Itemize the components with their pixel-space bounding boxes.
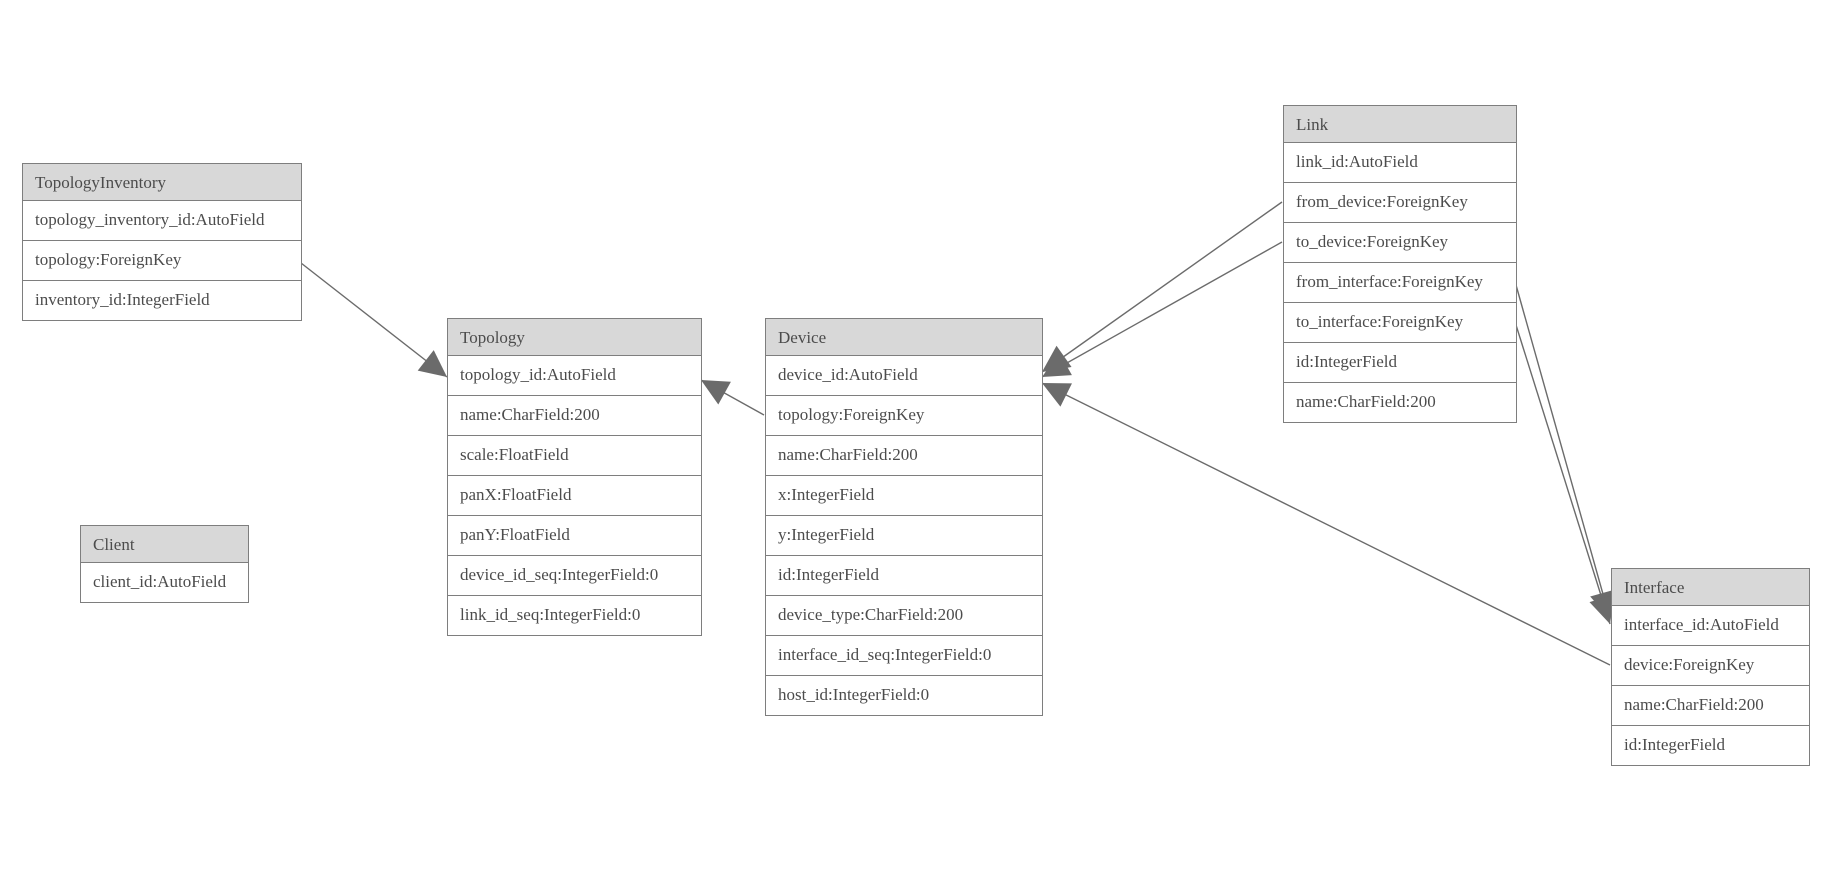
relationship-line [1041,382,1611,666]
arrowhead-icon [1042,383,1072,407]
entity-field-row: device_id_seq:IntegerField:0 [448,556,701,596]
entity-field-row: name:CharField:200 [1284,383,1516,422]
entity-field-row: panX:FloatField [448,476,701,516]
entity-field-row: from_device:ForeignKey [1284,183,1516,223]
entity-field-row: link_id_seq:IntegerField:0 [448,596,701,635]
arrowhead-icon [417,350,447,377]
entity-field-row: name:CharField:200 [1612,686,1809,726]
entity-field-row: name:CharField:200 [766,436,1042,476]
entity-field-row: topology_id:AutoField [448,356,701,396]
entity-field-row: client_id:AutoField [81,563,248,602]
relationship-line [1041,201,1283,373]
connection-topologyinventory-topology [300,262,448,378]
entity-title: TopologyInventory [23,164,301,201]
entity-title: Client [81,526,248,563]
entity-title: Topology [448,319,701,356]
entity-field-row: id:IntegerField [1612,726,1809,765]
arrowhead-icon [701,380,731,405]
connection-link-to-device [1041,241,1283,378]
entity-field-row: interface_id:AutoField [1612,606,1809,646]
entity-field-row: to_interface:ForeignKey [1284,303,1516,343]
entity-field-row: x:IntegerField [766,476,1042,516]
entity-field-row: id:IntegerField [1284,343,1516,383]
relationship-line [1515,324,1611,625]
entity-field-row: topology:ForeignKey [766,396,1042,436]
entity-title: Interface [1612,569,1809,606]
arrowhead-icon [1589,594,1615,624]
relationship-line [1041,241,1283,378]
entity-field-row: id:IntegerField [766,556,1042,596]
entity-field-row: device_type:CharField:200 [766,596,1042,636]
entity-title: Link [1284,106,1516,143]
entity-field-row: from_interface:ForeignKey [1284,263,1516,303]
entity-field-row: topology_inventory_id:AutoField [23,201,301,241]
entity-field-row: host_id:IntegerField:0 [766,676,1042,715]
entity-field-row: topology:ForeignKey [23,241,301,281]
entity-field-row: scale:FloatField [448,436,701,476]
connection-interface-device [1041,382,1611,666]
entity-field-row: device_id:AutoField [766,356,1042,396]
connection-link-to-interface [1515,324,1615,625]
entity-field-row: device:ForeignKey [1612,646,1809,686]
entity-field-row: interface_id_seq:IntegerField:0 [766,636,1042,676]
entity-field-row: inventory_id:IntegerField [23,281,301,320]
entity-field-row: y:IntegerField [766,516,1042,556]
entity-field-row: panY:FloatField [448,516,701,556]
connection-link-from-interface [1515,284,1616,620]
connection-link-from-device [1041,201,1283,373]
relationship-line [1515,284,1611,620]
entity-field-row: link_id:AutoField [1284,143,1516,183]
arrowhead-icon [1042,352,1072,377]
entity-field-row: to_device:ForeignKey [1284,223,1516,263]
entity-field-row: name:CharField:200 [448,396,701,436]
relationship-line [300,262,448,378]
entity-title: Device [766,319,1042,356]
connection-device-topology [700,379,765,416]
